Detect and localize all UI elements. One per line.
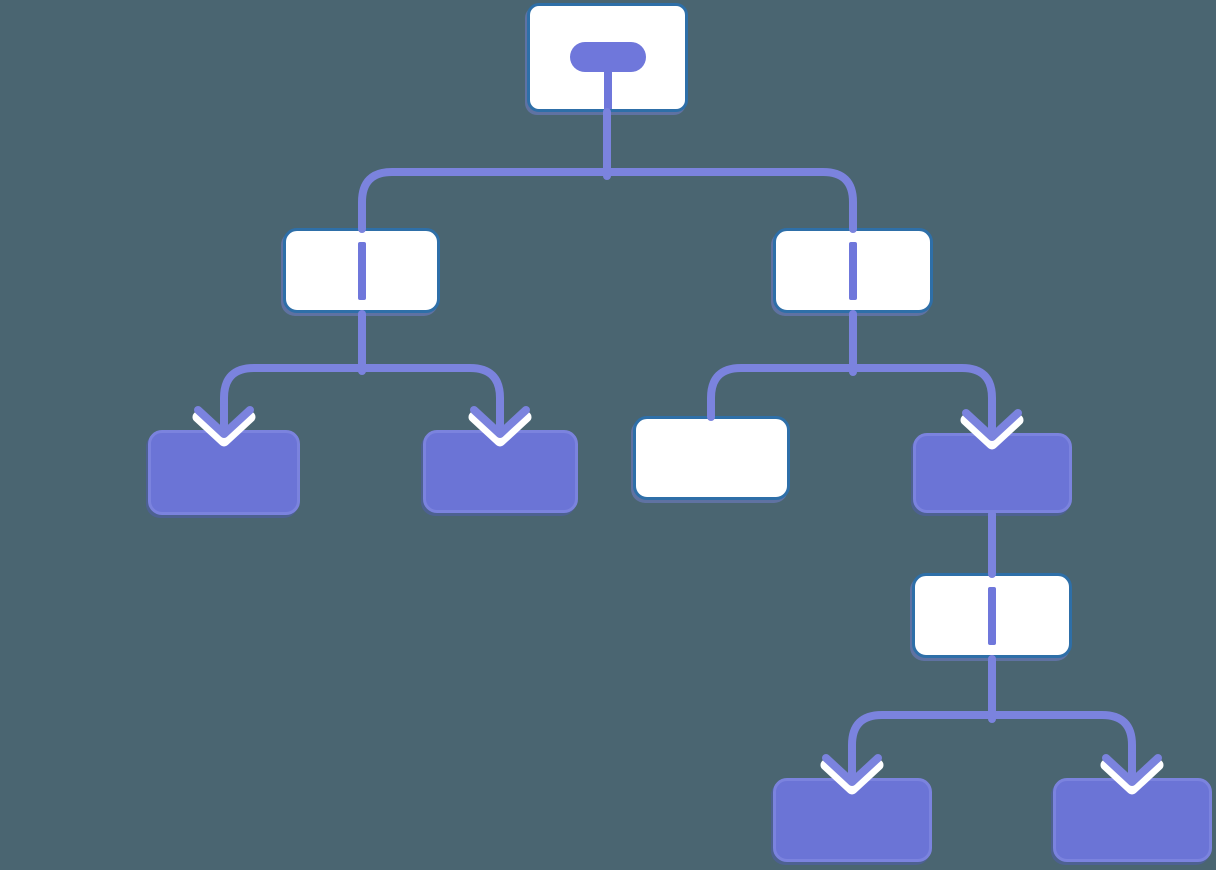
- node-leaf-2[interactable]: [423, 430, 578, 513]
- divider-bar-icon: [357, 241, 366, 300]
- node-root[interactable]: [527, 3, 688, 112]
- divider-bar-icon: [849, 241, 857, 300]
- connector-rail-bottom: [848, 711, 1136, 761]
- connector-rail-top: [358, 168, 857, 233]
- divider-bar-icon: [988, 586, 996, 645]
- node-leaf-5[interactable]: [1053, 778, 1212, 862]
- node-card-plain[interactable]: [633, 416, 790, 500]
- pill-stem-icon: [603, 70, 612, 109]
- node-leaf-4[interactable]: [773, 778, 932, 862]
- node-leaf-1[interactable]: [148, 430, 300, 515]
- node-leaf-3[interactable]: [913, 433, 1072, 513]
- pill-icon: [569, 42, 646, 72]
- node-branch-left[interactable]: [283, 228, 440, 313]
- connector-rail-right: [707, 364, 996, 421]
- connector-rail-left: [220, 364, 504, 416]
- node-branch-bottom[interactable]: [912, 573, 1072, 658]
- node-branch-right[interactable]: [773, 228, 933, 313]
